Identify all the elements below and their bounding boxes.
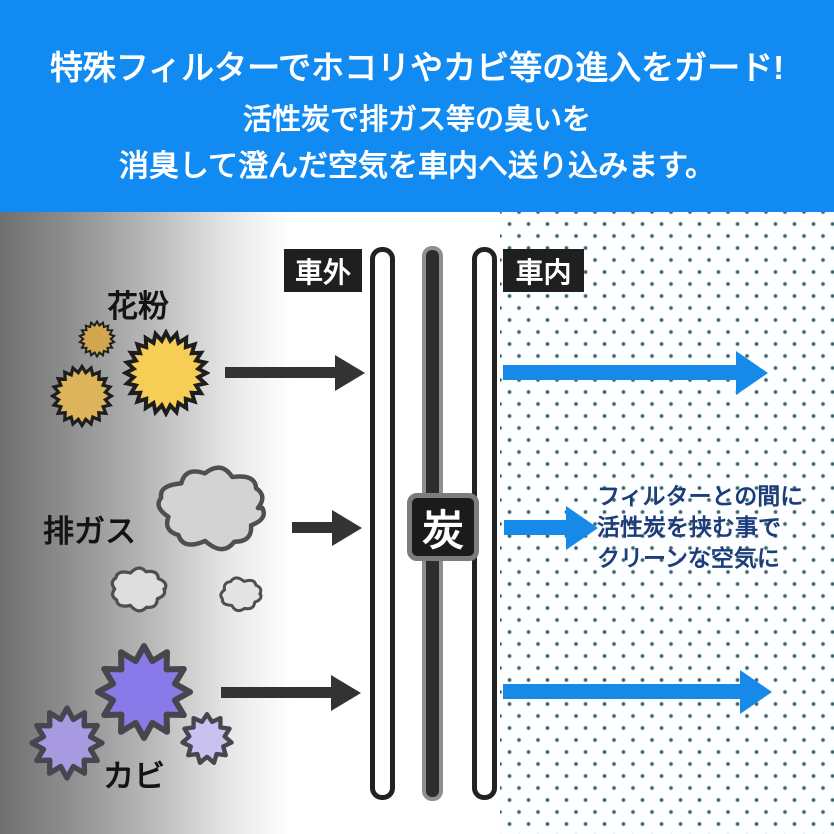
exhaust-cloud-icon-small bbox=[219, 576, 263, 613]
inside-badge: 車内 bbox=[503, 249, 584, 292]
pollen-label: 花粉 bbox=[107, 289, 169, 324]
exhaust-cloud-icon-medium bbox=[110, 566, 168, 613]
mold-flow-arrow-icon bbox=[221, 687, 331, 698]
outside-badge: 車外 bbox=[284, 249, 362, 292]
pollen-icon-small bbox=[78, 320, 116, 358]
header-banner: 特殊フィルターでホコリやカビ等の進入をガード! 活性炭で排ガス等の臭いを 消臭し… bbox=[0, 0, 834, 212]
header-line-3: 消臭して澄んだ空気を車内へ送り込みます。 bbox=[118, 150, 716, 183]
note-line-3: クリーンな空気に bbox=[597, 545, 780, 571]
exhaust-flow-arrow-icon bbox=[292, 522, 332, 533]
mold-icon-small bbox=[180, 712, 234, 765]
pollen-icon-medium bbox=[50, 364, 114, 428]
note-line-2: 活性炭を挟む事で bbox=[597, 514, 781, 540]
note-line-1: フィルターとの間に bbox=[597, 483, 804, 509]
charcoal-badge: 炭 bbox=[407, 493, 479, 561]
filter-layer-outer-bar bbox=[370, 247, 395, 800]
exhaust-label: 排ガス bbox=[43, 514, 136, 549]
clean-air-arrow-bottom-icon bbox=[503, 684, 740, 699]
mold-icon-medium bbox=[29, 705, 105, 781]
mold-label: カビ bbox=[103, 759, 165, 794]
clean-air-arrow-middle-icon bbox=[504, 520, 566, 535]
header-line-1: 特殊フィルターでホコリやカビ等の進入をガード! bbox=[49, 49, 785, 86]
pollen-icon-large bbox=[122, 329, 210, 417]
mold-icon-large bbox=[95, 643, 193, 741]
clean-air-note: フィルターとの間に 活性炭を挟む事で クリーンな空気に bbox=[597, 481, 825, 574]
clean-air-arrow-top-icon bbox=[503, 365, 736, 380]
pollen-flow-arrow-icon bbox=[225, 367, 335, 378]
header-line-2: 活性炭で排ガス等の臭いを bbox=[242, 104, 591, 136]
exhaust-cloud-icon-large bbox=[156, 465, 267, 552]
